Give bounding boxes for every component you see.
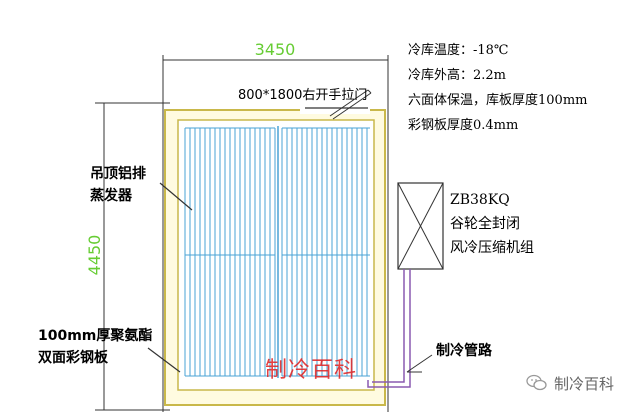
door-label: 800*1800右开手拉门 <box>238 88 367 103</box>
refrigerant-pipe <box>367 269 411 388</box>
dimension-height: 4450 <box>85 235 104 276</box>
compressor-label: ZB38KQ 谷轮全封闭 风冷压缩机组 <box>450 188 534 260</box>
dimension-lines <box>95 55 389 412</box>
evaporator-leader <box>159 182 193 211</box>
spec-temperature: 冷库温度：-18℃ <box>408 43 509 58</box>
compressor-type: 谷轮全封闭 <box>450 216 520 232</box>
watermark: 制冷百科 <box>265 358 358 383</box>
spec-steel-thickness: 彩钢板厚度0.4mm <box>408 118 519 133</box>
compressor-kind: 风冷压缩机组 <box>450 240 534 256</box>
compressor-unit <box>397 182 444 270</box>
evaporator-label: 吊顶铝排 蒸发器 <box>90 163 146 207</box>
spec-block: 冷库温度：-18℃ 冷库外高：2.2m 六面体保温，库板厚度100mm 彩钢板厚… <box>408 38 638 138</box>
evaporator-coil <box>184 127 370 377</box>
panel-label: 100mm厚聚氨酯 双面彩钢板 <box>38 325 152 369</box>
panel-label-line1: 100mm厚聚氨酯 <box>38 328 153 344</box>
compressor-model: ZB38KQ <box>450 192 510 208</box>
evaporator-label-line2: 蒸发器 <box>90 188 132 204</box>
pipe-leader <box>406 354 433 373</box>
panel-label-line2: 双面彩钢板 <box>38 350 108 366</box>
evaporator-label-line1: 吊顶铝排 <box>90 166 146 182</box>
wechat-icon <box>526 374 547 391</box>
spec-outer-height: 冷库外高：2.2m <box>408 68 507 83</box>
pipe-label: 制冷管路 <box>436 343 492 359</box>
door-handle-icon <box>329 89 372 120</box>
door-opening <box>300 106 370 114</box>
brand-badge: 制冷百科 <box>520 370 621 396</box>
brand-name: 制冷百科 <box>554 374 615 393</box>
panel-leader <box>147 347 181 373</box>
spec-insulation: 六面体保温，库板厚度100mm <box>408 93 588 108</box>
dimension-width: 3450 <box>255 40 296 59</box>
